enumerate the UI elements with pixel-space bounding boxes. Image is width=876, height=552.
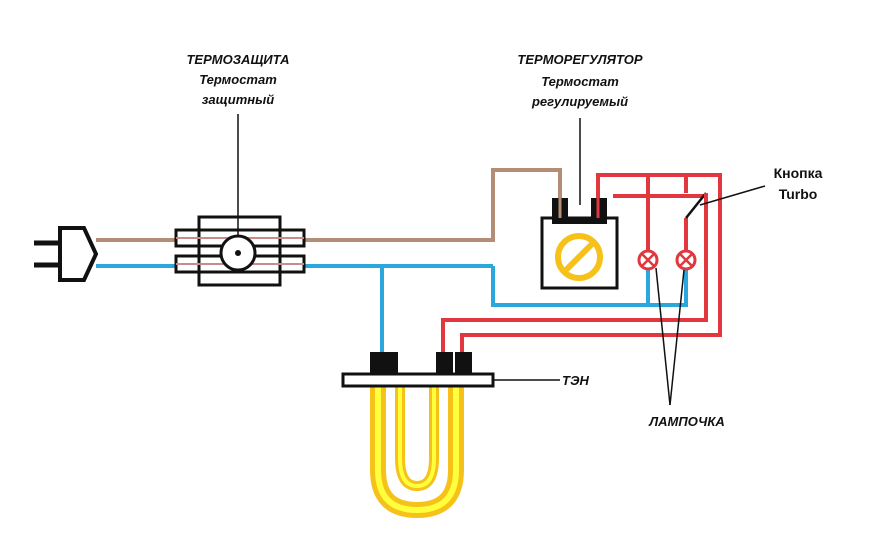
thermostat-regulator-subtitle-2: регулируемый: [531, 94, 629, 109]
turbo-switch: [685, 185, 766, 232]
indicator-lamp-left: [637, 249, 659, 271]
thermostat-regulator-title: ТЕРМОРЕГУЛЯТОР: [517, 52, 643, 67]
thermal-protector-title: ТЕРМОЗАЩИТА: [186, 52, 290, 67]
heating-element: [341, 352, 560, 519]
red-wire: [441, 173, 722, 356]
thermostat-regulator: [540, 118, 619, 290]
thermal-protector-subtitle-2: защитный: [201, 92, 275, 107]
lamp-pointer: [655, 267, 685, 406]
lamp-label: ЛАМПОЧКА: [649, 414, 725, 429]
plug-icon: [34, 226, 99, 282]
turbo-button-label-1: Кнопка: [773, 165, 823, 181]
thermostat-regulator-subtitle-1: Термостат: [541, 74, 619, 89]
heater-label: ТЭН: [562, 373, 589, 388]
thermal-protector: [174, 114, 306, 287]
indicator-lamp-right: [675, 249, 697, 271]
brown-wire: [96, 168, 562, 242]
thermal-protector-subtitle-1: Термостат: [199, 72, 277, 87]
turbo-button-label-2: Turbo: [778, 186, 818, 202]
